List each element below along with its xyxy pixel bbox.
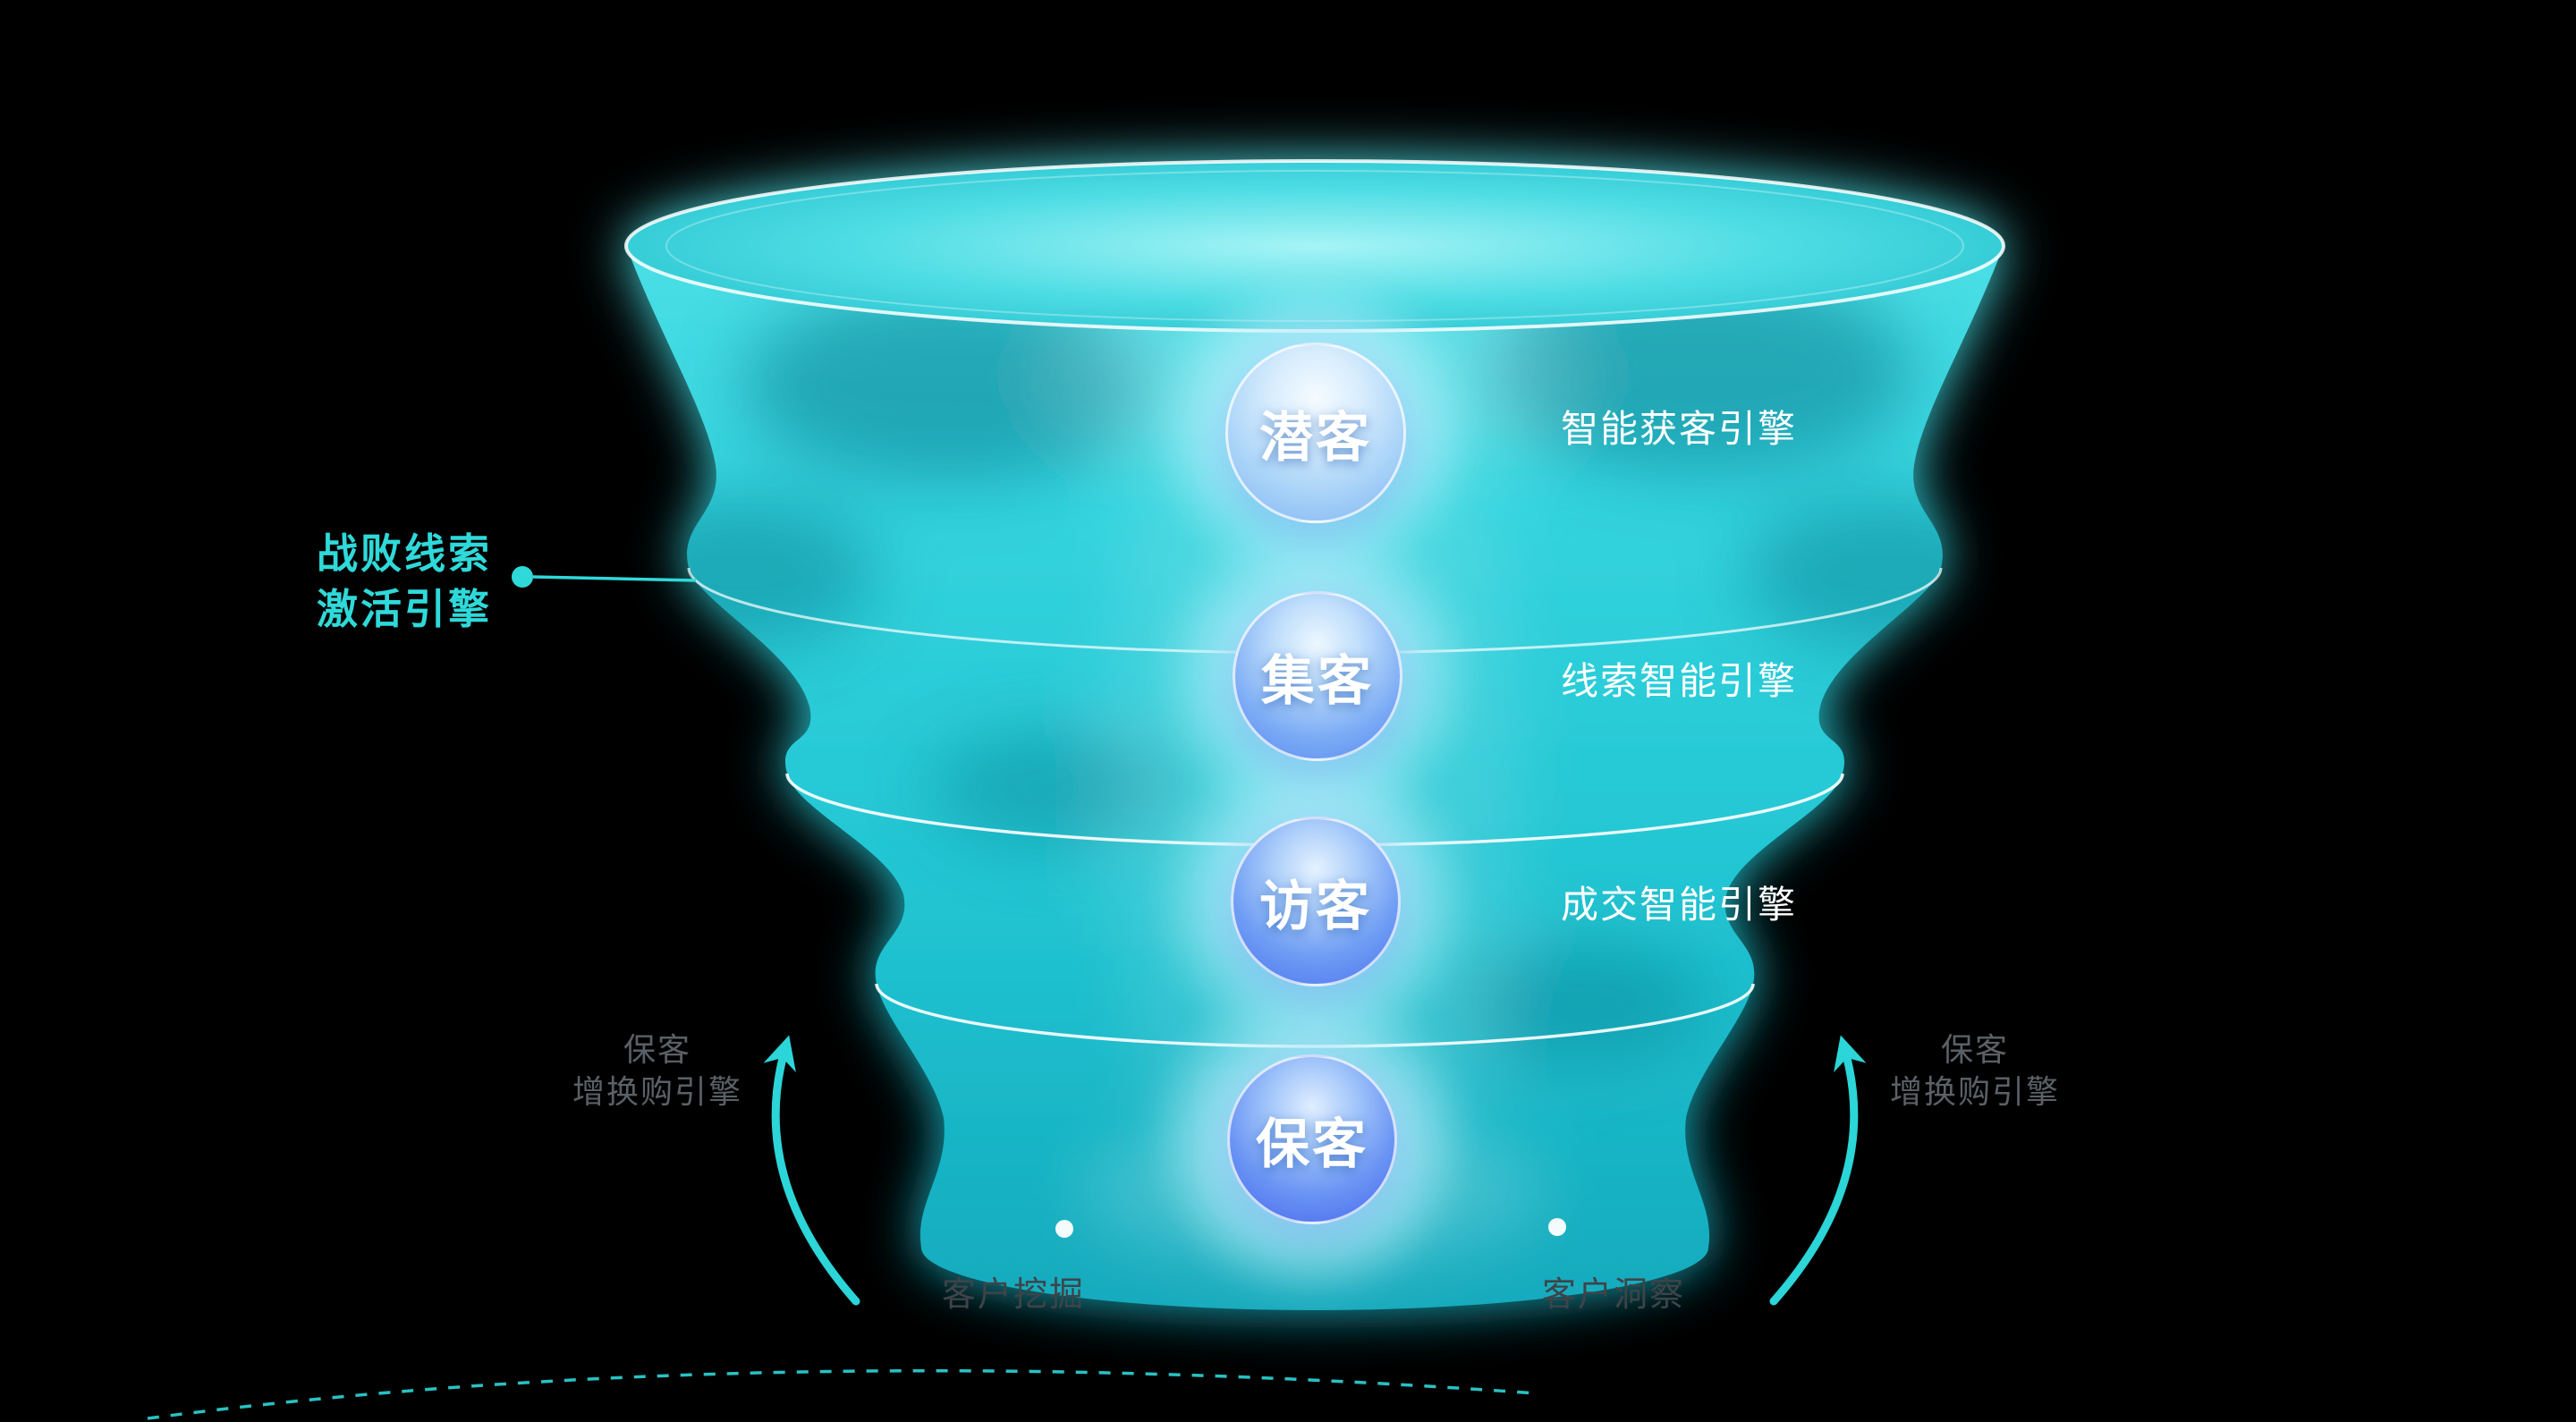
stage-badge-1: 潜客 bbox=[1225, 343, 1406, 523]
side-label-right: 保客 增换购引擎 bbox=[1832, 1028, 2118, 1113]
callout-connector-dot bbox=[512, 566, 533, 588]
side-label-left-line-2: 增换购引擎 bbox=[572, 1073, 742, 1110]
engine-label-2: 线索智能引擎 bbox=[1561, 660, 1798, 702]
lost-leads-callout-line-1: 战败线索 bbox=[317, 530, 492, 577]
stage-badge-3: 访客 bbox=[1231, 817, 1401, 986]
side-label-right-line-1: 保客 bbox=[1940, 1031, 2009, 1068]
curved-arrow-left bbox=[763, 1035, 860, 1306]
side-label-left-line-1: 保客 bbox=[623, 1031, 691, 1068]
callout-connector-line bbox=[532, 575, 697, 582]
bottom-label-insight: 客户洞察 bbox=[1541, 1276, 1685, 1314]
side-label-left: 保客 增换购引擎 bbox=[514, 1028, 801, 1113]
engine-label-1: 智能获客引擎 bbox=[1561, 408, 1798, 450]
curved-arrow-right bbox=[1769, 1035, 1867, 1306]
stage-badge-2: 集客 bbox=[1233, 591, 1402, 761]
bottom-label-mining: 客户挖掘 bbox=[941, 1276, 1085, 1314]
bottom-marker-dot-right bbox=[1548, 1218, 1566, 1236]
side-label-right-line-2: 增换购引擎 bbox=[1889, 1073, 2060, 1110]
dashed-orbit-arc bbox=[147, 1368, 1538, 1420]
stage-badge-4: 保客 bbox=[1227, 1054, 1397, 1224]
lost-leads-callout: 战败线索 激活引擎 bbox=[268, 526, 540, 637]
bottom-marker-dot-left bbox=[1055, 1220, 1073, 1238]
lost-leads-callout-line-2: 激活引擎 bbox=[317, 586, 492, 632]
funnel-top-rim bbox=[624, 159, 2005, 333]
engine-label-3: 成交智能引擎 bbox=[1561, 884, 1798, 926]
